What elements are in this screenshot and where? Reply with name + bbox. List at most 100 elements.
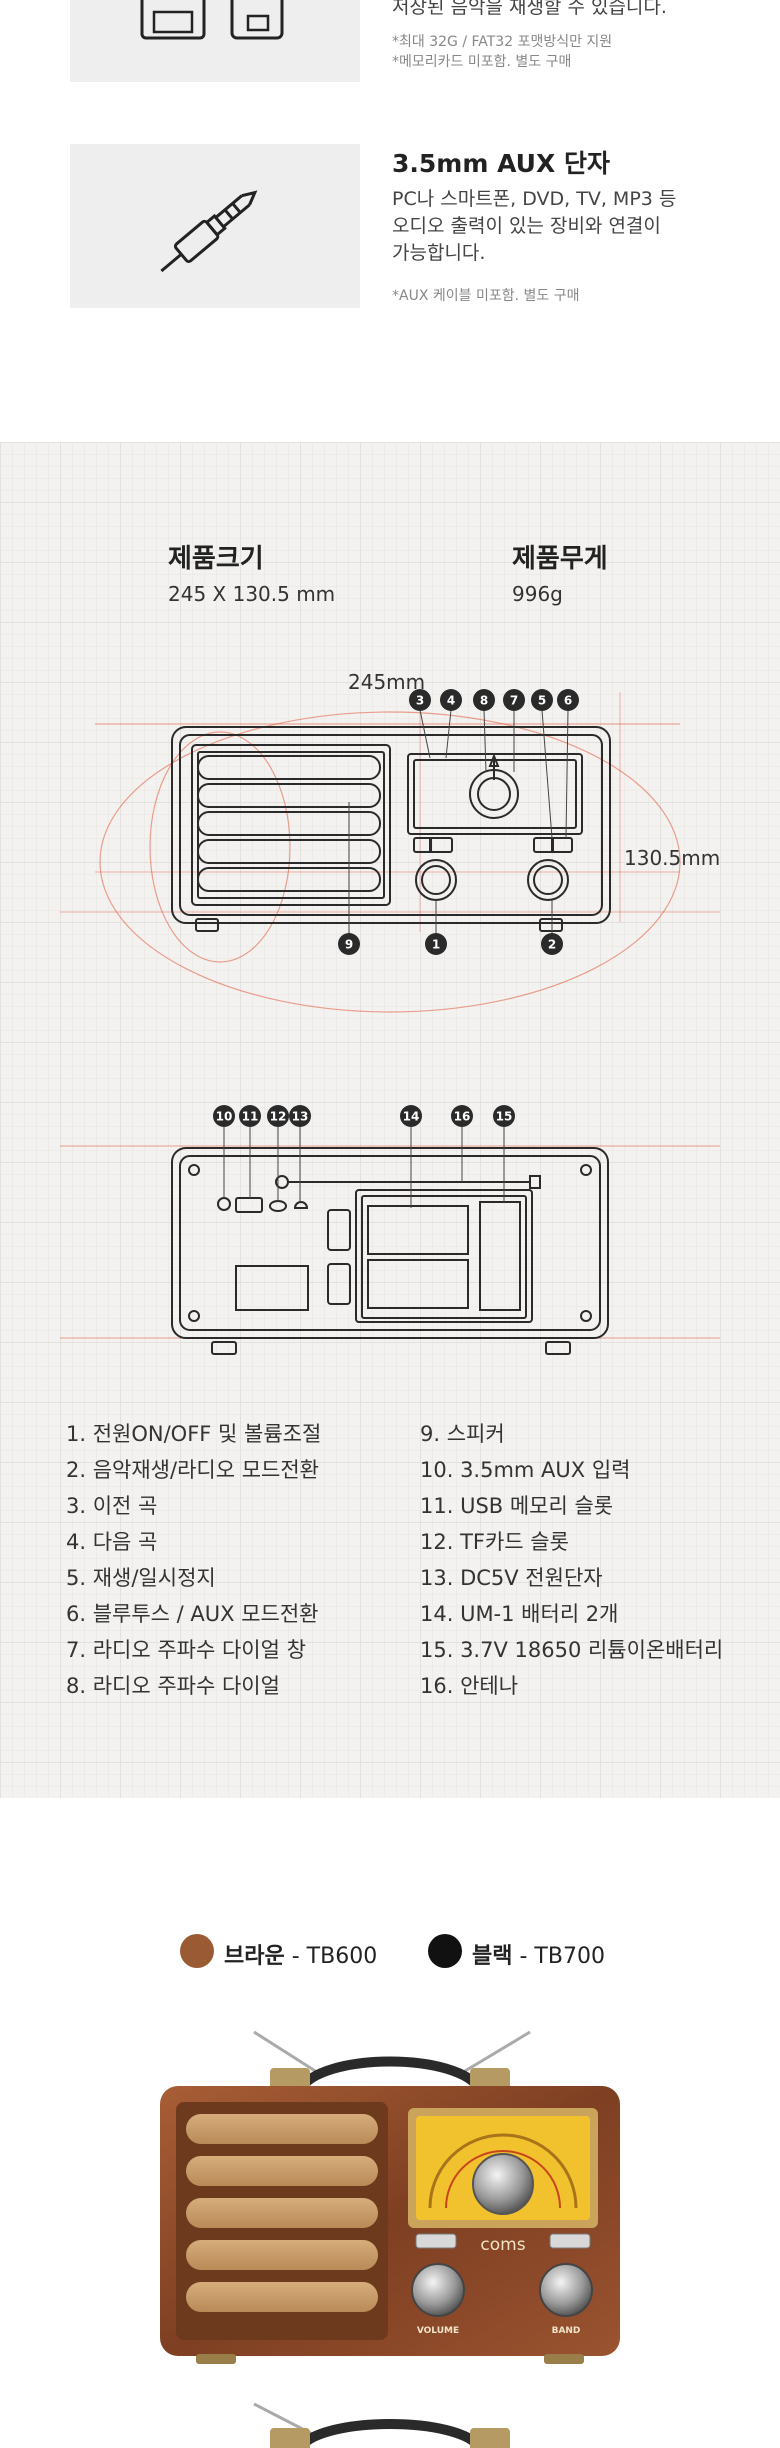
legend-item: 7. 라디오 주파수 다이얼 창 xyxy=(66,1638,306,1662)
svg-text:15: 15 xyxy=(496,1110,513,1124)
svg-text:16: 16 xyxy=(454,1110,471,1124)
legend-item: 16. 안테나 xyxy=(420,1674,519,1698)
callout-marker: 10 xyxy=(213,1105,235,1127)
feature-2-body-line: PC나 스마트폰, DVD, TV, MP3 등 xyxy=(392,188,677,210)
legend-item: 8. 라디오 주파수 다이얼 xyxy=(66,1674,280,1698)
feature-2-body: PC나 스마트폰, DVD, TV, MP3 등 오디오 출력이 있는 장비와 … xyxy=(392,186,722,267)
carry-handle xyxy=(295,2056,485,2095)
height-dimension: 130.5mm xyxy=(624,846,721,870)
feature-1-notes: *최대 32G / FAT32 포맷방식만 지원 *메모리카드 미포함. 별도 … xyxy=(392,32,612,72)
tuning-knob[interactable] xyxy=(472,2153,534,2215)
spec-section: 제품크기 245 X 130.5 mm 제품무게 996g 245mm 130.… xyxy=(0,442,780,1798)
legend-item: 5. 재생/일시정지 xyxy=(66,1566,216,1590)
feature-2-title: 3.5mm AUX 단자 xyxy=(392,149,610,178)
volume-label: VOLUME xyxy=(417,2326,459,2336)
callout-marker: 5 xyxy=(531,689,553,711)
speaker-grille xyxy=(186,2114,378,2312)
carry-handle xyxy=(295,2419,485,2448)
svg-text:11: 11 xyxy=(242,1110,259,1124)
legend-item: 3. 이전 곡 xyxy=(66,1494,158,1518)
radio-foot xyxy=(196,2354,236,2364)
callout-marker: 2 xyxy=(541,933,563,955)
dial-scale xyxy=(445,2150,561,2209)
aux-jack-icon xyxy=(160,190,258,273)
legend-item: 10. 3.5mm AUX 입력 xyxy=(420,1458,631,1482)
antenna xyxy=(253,2030,321,2076)
color-options-section: 브라운 - TB600 블랙 - TB700 xyxy=(0,1798,780,2448)
legend-item: 15. 3.7V 18650 리튬이온배터리 xyxy=(420,1638,724,1662)
svg-text:14: 14 xyxy=(403,1110,420,1124)
legend-item: 9. 스피커 xyxy=(420,1422,505,1446)
brown-color-swatch[interactable] xyxy=(180,1934,214,1968)
radio-product-image: coms VOLUME BAND xyxy=(160,2030,620,2448)
callout-marker: 13 xyxy=(289,1105,311,1127)
legend-item: 11. USB 메모리 슬롯 xyxy=(420,1494,614,1518)
color-name: 브라운 xyxy=(224,1944,285,1969)
memory-card-icon xyxy=(140,0,284,40)
callout-marker: 9 xyxy=(338,933,360,955)
width-dimension: 245mm xyxy=(348,670,426,694)
feature-section: 저장된 음악을 재생할 수 있습니다. *최대 32G / FAT32 포맷방식… xyxy=(0,0,780,440)
size-value: 245 X 130.5 mm xyxy=(168,582,336,606)
black-color-label: 블랙 - TB700 xyxy=(472,1938,605,1970)
feature-1-note: *최대 32G / FAT32 포맷방식만 지원 xyxy=(392,34,613,50)
callout-marker: 8 xyxy=(473,689,495,711)
size-heading: 제품크기 xyxy=(168,544,264,574)
legend-item: 14. UM-1 배터리 2개 xyxy=(420,1602,619,1626)
antenna xyxy=(459,2030,531,2076)
weight-value: 996g xyxy=(512,582,563,606)
svg-text:7: 7 xyxy=(510,694,518,708)
legend-item: 2. 음악재생/라디오 모드전환 xyxy=(66,1458,319,1482)
play-button[interactable] xyxy=(549,2233,591,2249)
memory-card-image xyxy=(70,0,360,82)
prev-button[interactable] xyxy=(415,2233,457,2249)
feature-2-body-line: 가능합니다. xyxy=(392,242,486,264)
feature-1-body-line: 저장된 음악을 재생할 수 있습니다. xyxy=(392,0,667,18)
svg-text:8: 8 xyxy=(480,694,488,708)
color-model: - TB600 xyxy=(291,1944,378,1969)
legend-item: 4. 다음 곡 xyxy=(66,1530,158,1554)
callout-marker: 4 xyxy=(440,689,462,711)
callout-marker: 15 xyxy=(493,1105,515,1127)
svg-text:6: 6 xyxy=(564,694,572,708)
callout-marker: 1 xyxy=(425,933,447,955)
feature-1-note: *메모리카드 미포함. 별도 구매 xyxy=(392,54,572,70)
callout-marker: 12 xyxy=(267,1105,289,1127)
brand-logo: coms xyxy=(480,2235,525,2255)
svg-text:12: 12 xyxy=(270,1110,287,1124)
black-color-swatch[interactable] xyxy=(428,1934,462,1968)
legend-item: 12. TF카드 슬롯 xyxy=(420,1530,569,1554)
callout-marker: 7 xyxy=(503,689,525,711)
svg-text:2: 2 xyxy=(548,938,556,952)
feature-1-body: 저장된 음악을 재생할 수 있습니다. xyxy=(392,0,722,21)
svg-text:1: 1 xyxy=(432,938,440,952)
svg-text:3: 3 xyxy=(416,694,424,708)
color-name: 블랙 xyxy=(472,1944,513,1969)
aux-jack-image xyxy=(70,144,360,308)
feature-2-note: *AUX 케이블 미포함. 별도 구매 xyxy=(392,288,580,304)
band-label: BAND xyxy=(552,2326,581,2336)
callout-marker: 3 xyxy=(409,689,431,711)
band-knob[interactable] xyxy=(539,2263,593,2317)
callout-marker: 14 xyxy=(400,1105,422,1127)
brown-color-label: 브라운 - TB600 xyxy=(224,1938,377,1970)
weight-heading: 제품무게 xyxy=(512,544,608,574)
callout-marker: 16 xyxy=(451,1105,473,1127)
radio-foot xyxy=(544,2354,584,2364)
feature-2-body-line: 오디오 출력이 있는 장비와 연결이 xyxy=(392,215,661,237)
callout-marker: 6 xyxy=(557,689,579,711)
back-view-drawing: 10 11 12 13 14 16 15 xyxy=(60,1105,720,1355)
svg-text:5: 5 xyxy=(538,694,546,708)
handle-mount xyxy=(270,2428,310,2448)
dial-scale xyxy=(428,2133,578,2209)
legend-item: 1. 전원ON/OFF 및 볼륨조절 xyxy=(66,1422,322,1446)
svg-text:13: 13 xyxy=(292,1110,309,1124)
callout-marker: 11 xyxy=(239,1105,261,1127)
svg-text:10: 10 xyxy=(216,1110,233,1124)
volume-knob[interactable] xyxy=(411,2263,465,2317)
svg-text:9: 9 xyxy=(345,938,353,952)
legend-item: 13. DC5V 전원단자 xyxy=(420,1566,603,1590)
legend-item: 6. 블루투스 / AUX 모드전환 xyxy=(66,1602,319,1626)
svg-text:4: 4 xyxy=(447,694,455,708)
